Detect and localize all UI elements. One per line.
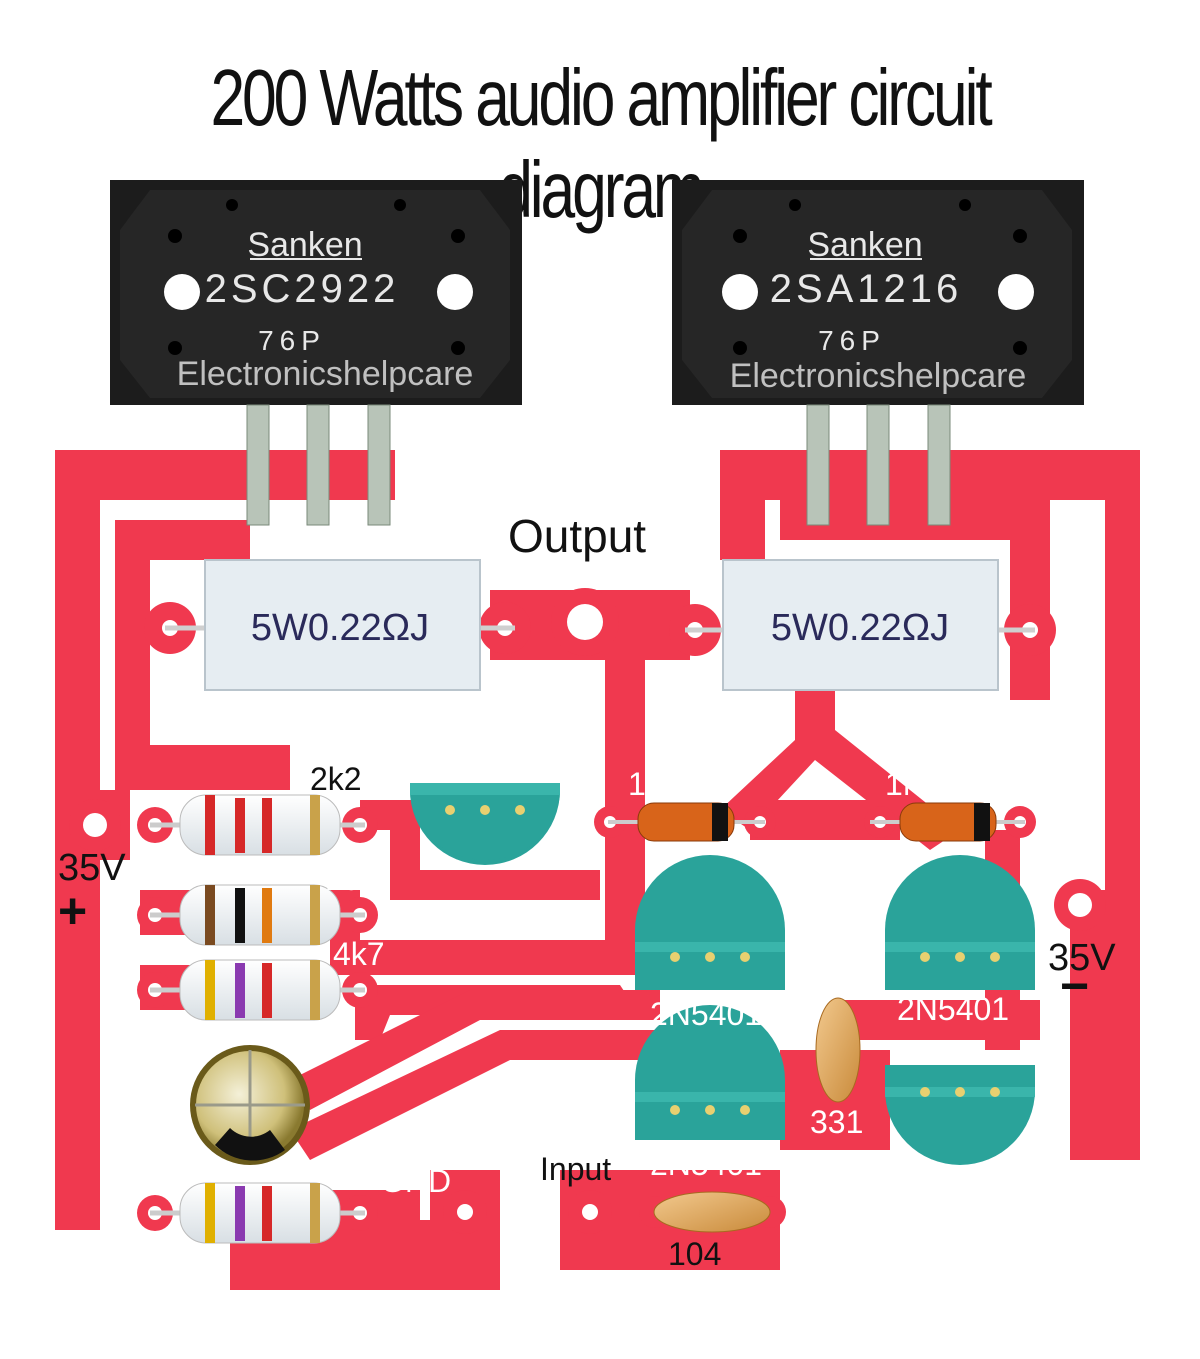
label-1n4148-right: 1N4148 [885,766,997,802]
label-positive-sign: + [58,883,87,939]
label-2n5401-lower: 2N5401 [650,1146,762,1182]
label-2n5401-mid-right: 2N5401 [897,991,1009,1027]
transistor-2n5551-top [410,783,560,865]
label-gnd: GND [380,1163,451,1199]
power-resistor-label-right: 5W0.22ΩJ [771,607,949,649]
resistor-4k7-lower [150,1182,365,1244]
resistor-2k2 [150,794,365,856]
label-2k2: 2k2 [310,761,362,797]
label-2n5551-lower: 2N5551 [903,1174,1015,1210]
transistor-2n5401-mid-left [635,855,785,990]
power-transistor-left [110,180,522,526]
label-negative-sign: − [1060,958,1089,1014]
transistor-code-left: 76P [258,325,326,356]
diode-right [870,802,1025,842]
watermark-right: Electronicshelpcare [730,357,1027,395]
transistor-2n5401-lower [635,1005,785,1140]
label-2n5401-mid-left: 2N5401 [650,996,762,1032]
label-supply-positive: 35V [58,847,126,889]
power-resistor-label-left: 5W0.22ΩJ [251,607,429,649]
label-4k7-lower: 4k7 [135,1158,187,1194]
label-cap-104: 104 [668,1236,721,1272]
label-4k7-upper: 4k7 [333,936,385,972]
resistor-10k [150,884,365,946]
ceramic-capacitor-104 [653,1191,771,1233]
transistor-brand-left: Sanken [247,226,362,264]
transistor-part-left: 2SC2922 [205,267,400,311]
electrolytic-capacitor [190,1045,310,1165]
page-title: 200 Watts audio amplifier circuit diagra… [210,53,992,234]
label-1n4148-left: 1N4148 [628,766,740,802]
resistor-4k7-upper [150,959,365,1021]
label-supply-negative: 35V [1048,937,1116,979]
ceramic-capacitor-331 [815,997,861,1103]
label-input: Input [540,1151,611,1187]
label-cap-331: 331 [810,1104,863,1140]
transistor-code-right: 76P [818,325,886,356]
power-resistor-left [165,559,515,691]
transistor-part-right: 2SA1216 [770,267,963,311]
power-transistor-right [672,180,1084,526]
power-resistor-right [685,559,1035,691]
watermark-left: Electronicshelpcare [177,355,474,393]
diode-left [608,802,765,842]
label-2n5551-top: 2N5551 [415,740,534,778]
output-label: Output [508,510,646,562]
transistor-brand-right: Sanken [807,226,922,264]
transistor-2n5401-mid-right [885,855,1035,990]
label-10k: 10k [325,861,378,897]
transistor-2n5551-lower [885,1065,1035,1165]
